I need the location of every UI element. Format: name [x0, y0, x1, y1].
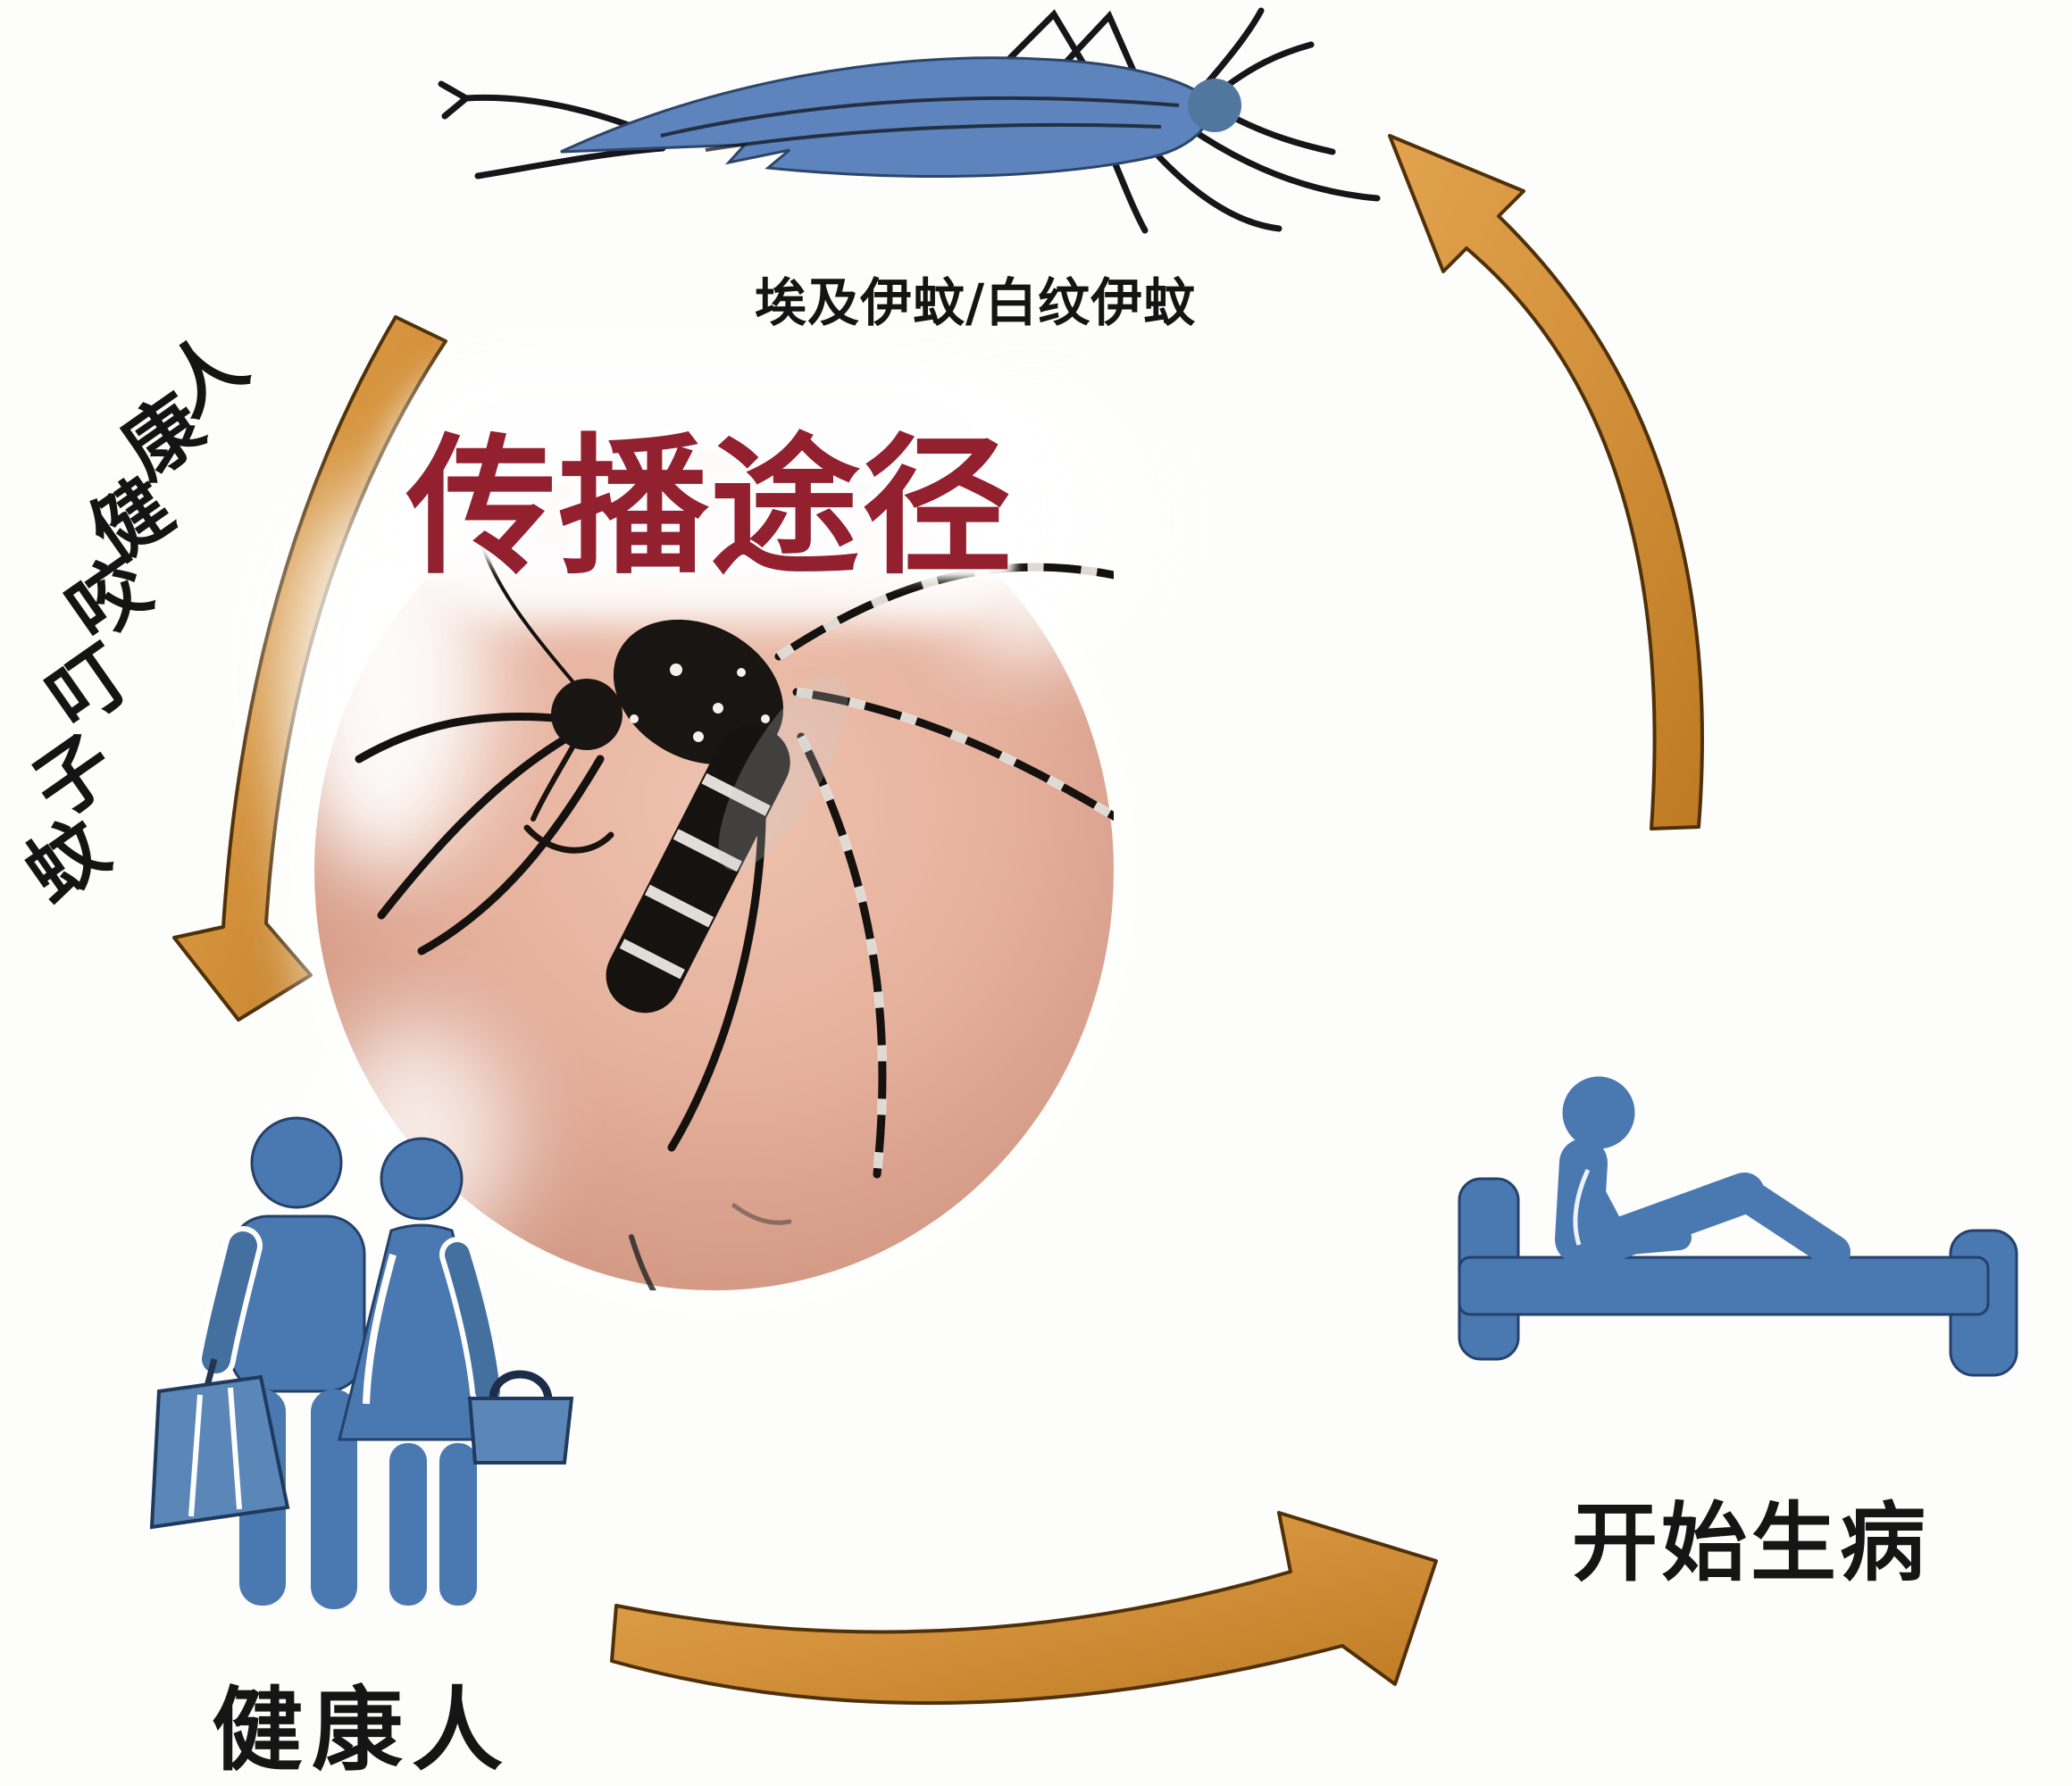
mosquito-head: [1188, 79, 1241, 132]
mosquito-body: [560, 56, 1212, 178]
healthy-couple-icon: [149, 1116, 574, 1609]
healthy-people-label: 健康人: [212, 1678, 512, 1784]
cycle-arrow-right-up: [1388, 134, 1704, 830]
bite-caption: 蚊 子 叮 咬 健 康 人: [10, 316, 286, 956]
getting-sick-label: 开始生病: [1572, 1493, 1929, 1593]
vector-species-label: 埃及伊蚊/白纹伊蚊: [755, 272, 1197, 333]
page-title: 传播途径: [406, 420, 1014, 595]
blue-mosquito-icon: [438, 7, 1381, 234]
cycle-arrow-bottom-right: [610, 1511, 1438, 1706]
tiger-mosquito-illustration: [355, 534, 1114, 1290]
patient-in-bed-icon: [1458, 1072, 2018, 1377]
